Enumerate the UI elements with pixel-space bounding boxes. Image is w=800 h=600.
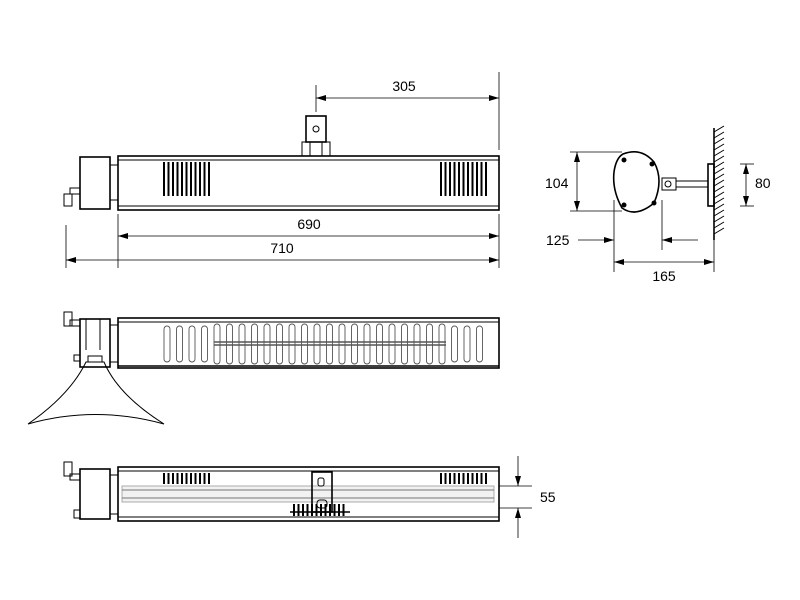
- louver-slot: [238, 323, 246, 365]
- dimension-104: 104: [545, 151, 622, 212]
- louver-slot: [463, 325, 471, 363]
- louver-slot: [413, 323, 421, 365]
- hatch-line: [713, 155, 725, 163]
- front-elevation-view: [63, 115, 500, 211]
- louver-slot: [213, 323, 221, 365]
- louver-slot: [426, 323, 433, 365]
- louver-slot: [338, 323, 346, 365]
- dimension-label-55: 55: [540, 489, 556, 505]
- dimension-label-710: 710: [270, 240, 294, 256]
- louver-slot: [263, 323, 271, 365]
- hatch-line: [713, 209, 725, 217]
- side-view: [612, 125, 725, 240]
- louver-slot: [476, 325, 483, 363]
- louver-slot: [451, 325, 458, 363]
- hatch-line: [713, 197, 725, 205]
- dimension-125: 125: [546, 200, 698, 272]
- hatch-line: [713, 215, 725, 223]
- dimension-710: 710: [65, 225, 499, 268]
- louver-slot: [226, 323, 233, 365]
- dimension-690: 690: [117, 214, 500, 268]
- vent-grille-left: [163, 162, 210, 196]
- louver-slot: [313, 323, 321, 365]
- reflector-louvers: [163, 323, 483, 365]
- vent-grille-right: [440, 162, 487, 196]
- hatch-line: [713, 179, 725, 187]
- dimension-label-125: 125: [546, 232, 570, 248]
- louver-slot: [201, 325, 208, 363]
- dimension-label-104: 104: [545, 175, 569, 191]
- bottom-view: [27, 311, 500, 425]
- dimension-label-305: 305: [392, 78, 416, 94]
- hatch-line: [713, 143, 725, 151]
- louver-slot: [276, 323, 283, 365]
- hatch-line: [713, 137, 725, 145]
- hatch-line: [713, 161, 725, 169]
- vent-slots-top: [163, 473, 487, 516]
- hatch-line: [713, 191, 725, 199]
- hatch-line: [713, 185, 725, 193]
- top-view: [63, 461, 500, 522]
- louver-slot: [176, 325, 183, 363]
- dimension-305: 305: [315, 72, 500, 150]
- louver-slot: [251, 323, 258, 365]
- hatch-line: [713, 125, 725, 133]
- louver-slot: [301, 323, 308, 365]
- wall-hatching: [713, 125, 725, 235]
- louver-slot: [401, 323, 408, 365]
- louver-slot: [188, 325, 196, 363]
- dimension-label-690: 690: [297, 216, 321, 232]
- hatch-line: [713, 173, 725, 181]
- dimension-165: 165: [614, 240, 715, 284]
- louver-slot: [388, 323, 396, 365]
- hatch-line: [713, 149, 725, 157]
- louver-slot: [438, 323, 446, 365]
- hatch-line: [713, 203, 725, 211]
- dimension-55: 55: [499, 456, 556, 538]
- dimension-label-165: 165: [652, 268, 676, 284]
- hatch-line: [713, 221, 725, 229]
- louver-slot: [351, 323, 358, 365]
- louver-slot: [163, 325, 171, 363]
- hatch-line: [713, 131, 725, 139]
- hatch-line: [713, 227, 725, 235]
- louver-slot: [288, 323, 296, 365]
- louver-slot: [376, 323, 383, 365]
- dimension-80: 80: [740, 163, 771, 207]
- hatch-line: [713, 167, 725, 175]
- louver-slot: [363, 323, 371, 365]
- louver-slot: [326, 323, 333, 365]
- dimension-label-80: 80: [755, 175, 771, 191]
